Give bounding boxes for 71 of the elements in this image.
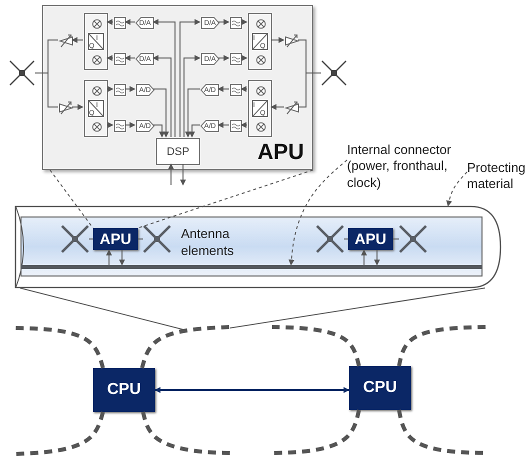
iq-modulator-block bbox=[248, 13, 272, 70]
arrow bbox=[218, 19, 230, 25]
dashed-leader-line bbox=[138, 170, 314, 228]
radio-stripe bbox=[141, 412, 230, 455]
arrow bbox=[374, 250, 380, 266]
apu-label: APU bbox=[100, 230, 132, 248]
arrow bbox=[152, 124, 165, 138]
arrow bbox=[184, 55, 201, 138]
arrow bbox=[361, 249, 367, 266]
arrow bbox=[106, 55, 114, 61]
radio-stripe bbox=[140, 325, 230, 369]
arrow bbox=[217, 86, 230, 92]
arrow bbox=[124, 122, 136, 128]
arrow bbox=[106, 19, 114, 25]
connector-line bbox=[230, 288, 486, 328]
radio-stripe bbox=[397, 325, 486, 366]
arrow bbox=[180, 19, 201, 138]
arrow bbox=[270, 37, 285, 43]
iq-modulator-block bbox=[248, 80, 272, 137]
iq-modulator-block bbox=[84, 80, 108, 137]
arrow bbox=[71, 37, 84, 43]
radio-stripe bbox=[14, 411, 105, 456]
arrow bbox=[240, 86, 248, 92]
arrow bbox=[189, 124, 200, 138]
arrow bbox=[168, 163, 174, 186]
arrow bbox=[124, 55, 136, 61]
panel-title: APU bbox=[258, 141, 304, 163]
arrow bbox=[240, 122, 248, 128]
radio-stripe bbox=[272, 325, 361, 366]
arrow bbox=[180, 164, 186, 186]
cpu-label: CPU bbox=[363, 379, 397, 397]
arrow bbox=[152, 19, 176, 138]
apu-box bbox=[348, 228, 393, 250]
dashed-leader-line bbox=[446, 172, 468, 207]
arrow bbox=[124, 19, 136, 25]
cpu-box bbox=[93, 368, 155, 412]
dashed-leader-line bbox=[50, 170, 94, 228]
connector-line bbox=[344, 238, 348, 240]
internal-connector-bar bbox=[21, 265, 482, 269]
arrow bbox=[106, 86, 114, 92]
connector-line bbox=[88, 238, 94, 240]
arrow bbox=[106, 122, 114, 128]
arrow bbox=[72, 104, 84, 110]
radio-stripe bbox=[14, 326, 105, 369]
arrow bbox=[218, 55, 230, 61]
arrow bbox=[240, 19, 248, 25]
iq-modulator-block bbox=[84, 13, 108, 70]
arrow bbox=[154, 387, 350, 393]
apu-box bbox=[93, 228, 138, 250]
connector-line bbox=[392, 238, 400, 240]
apu-label: APU bbox=[354, 230, 386, 248]
dashed-leader-line bbox=[288, 160, 348, 266]
dsp-box bbox=[156, 138, 200, 165]
annotation-text: Protecting material bbox=[467, 160, 529, 194]
arrow bbox=[124, 86, 136, 92]
arrow bbox=[270, 104, 284, 110]
cpu-label: CPU bbox=[107, 381, 141, 399]
arrow bbox=[185, 88, 200, 138]
arrow bbox=[240, 55, 248, 61]
dsp-label: DSP bbox=[166, 146, 190, 158]
arrow bbox=[217, 122, 230, 128]
connector-line bbox=[138, 238, 144, 240]
antenna-elements-label: Antenna elements bbox=[181, 226, 235, 260]
apu-detail-panel bbox=[42, 5, 313, 170]
arrow bbox=[106, 249, 112, 266]
cpu-box bbox=[349, 366, 411, 410]
arrow bbox=[119, 250, 125, 266]
radio-stripe bbox=[272, 410, 361, 455]
annotation-text: Internal connector (power, fronthaul, clock) bbox=[347, 142, 459, 192]
arrow bbox=[152, 55, 172, 138]
arrow bbox=[152, 88, 169, 138]
